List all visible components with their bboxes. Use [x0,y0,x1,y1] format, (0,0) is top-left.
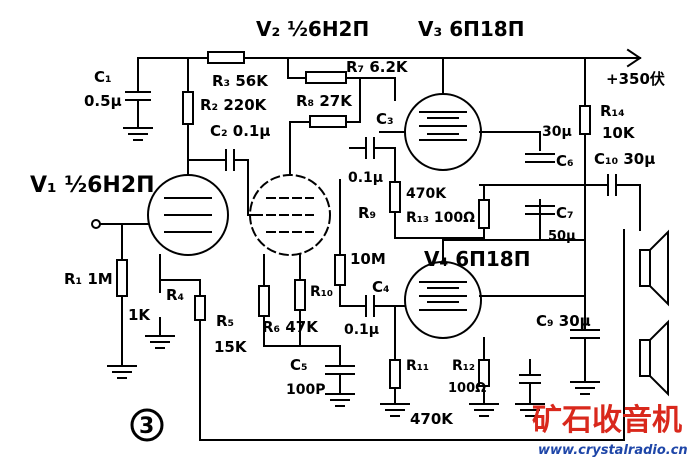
label-c1: C₁ [94,68,112,86]
label-c6-value: 30μ [542,124,572,140]
label-r5-value: 15K [214,338,248,356]
label-c10: C₁₀ 30μ [594,150,655,168]
label-r13: R₁₃ 100Ω [406,210,475,226]
label-r7: R₇ 6.2K [346,58,409,76]
label-1k: 1K [128,306,151,324]
label-r2: R₂ 220K [200,96,268,114]
label-c9: C₉ 30μ [536,312,591,330]
label-c4-value: 0.1μ [344,322,379,338]
watermark-title: 矿石收音机 [532,403,682,438]
label-r12-value: 100Ω [448,381,486,396]
label-v1: V₁ ½6H2П [30,173,155,198]
label-r3: R₃ 56K [212,72,269,90]
label-c7-value: 50μ [548,229,576,244]
label-r10-value: 10M [350,250,386,268]
label-c5-value: 100P [286,382,325,398]
label-v2: V₂ ½6H2П [256,17,369,41]
label-r8: R₈ 27K [296,92,353,110]
label-r5: R₅ [216,312,234,330]
label-c3-value: 0.1μ [348,170,383,186]
label-r12: R₁₂ [452,358,475,374]
label-supply: +350伏 [606,70,665,88]
label-r4: R₄ [166,286,184,304]
label-r14: R₁₄ [600,102,625,120]
label-r6: R₆ 47K [262,318,319,336]
label-c7: C₇ [556,204,574,222]
figure-number: 3 [139,414,154,439]
label-r1: R₁ 1M [64,270,113,288]
label-r9: R₉ [358,204,376,222]
label-v4: V₄ 6П18П [424,247,530,271]
label-c6: C₆ [556,152,574,170]
label-v3: V₃ 6П18П [418,17,524,41]
label-c2: C₂ 0.1μ [210,122,270,140]
label-r11: R₁₁ [406,358,429,374]
label-c4: C₄ [372,278,390,296]
label-r14-value: 10K [602,124,636,142]
watermark-url: www.crystalradio.cn [538,443,688,458]
label-r10: R₁₀ [310,284,333,300]
label-r9-value: 470K [406,186,447,202]
label-c3: C₃ [376,110,394,128]
label-c1-value: 0.5μ [84,92,122,110]
figure-number-circle [130,408,164,442]
label-c5: C₅ [290,356,308,374]
label-r11-value: 470K [410,410,454,428]
